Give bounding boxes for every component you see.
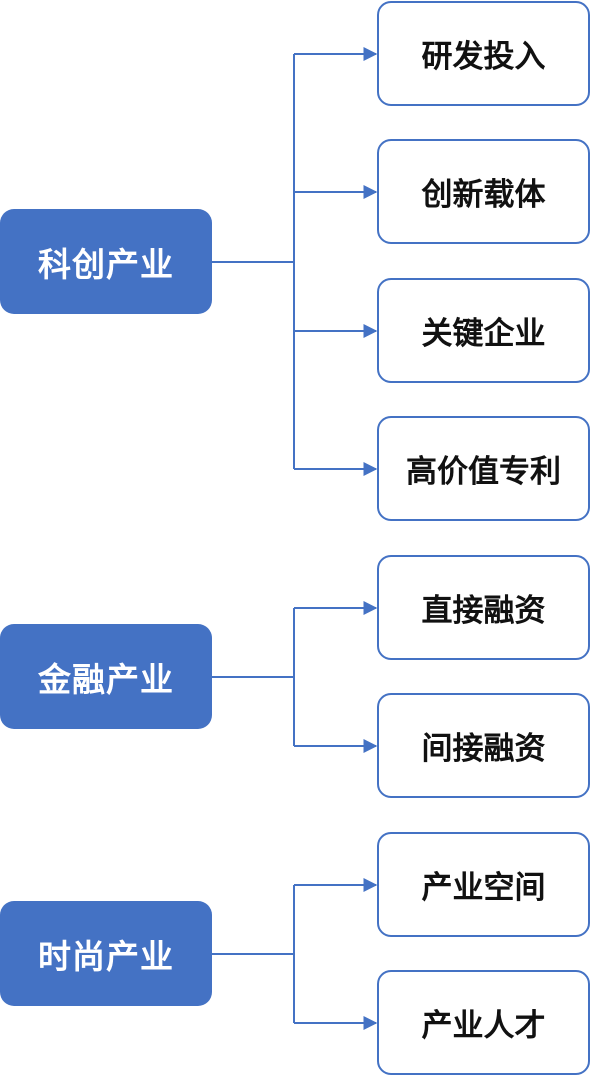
- item-gaojiazhi-zhuanli: 高价值专利: [377, 416, 590, 521]
- item-label: 产业空间: [421, 870, 546, 906]
- category-jinrong: 金融产业: [0, 624, 212, 729]
- item-label: 研发投入: [421, 39, 546, 75]
- item-label: 关键企业: [421, 316, 546, 352]
- category-label: 科创产业: [38, 244, 174, 284]
- item-label: 创新载体: [421, 177, 546, 213]
- category-label: 金融产业: [38, 659, 174, 699]
- category-shishang: 时尚产业: [0, 901, 212, 1006]
- item-chanye-kongjian: 产业空间: [377, 832, 590, 937]
- item-guanjian-qiye: 关键企业: [377, 278, 590, 383]
- item-label: 直接融资: [421, 593, 546, 629]
- item-zhijie-rongzi: 直接融资: [377, 555, 590, 660]
- item-label: 间接融资: [421, 731, 546, 767]
- category-label: 时尚产业: [38, 936, 174, 976]
- item-jianjie-rongzi: 间接融资: [377, 693, 590, 798]
- item-label: 产业人才: [421, 1008, 546, 1044]
- item-chuangxin-zaiti: 创新载体: [377, 139, 590, 244]
- item-yanfa-touru: 研发投入: [377, 1, 590, 106]
- item-label: 高价值专利: [406, 454, 561, 490]
- item-chanye-rencai: 产业人才: [377, 970, 590, 1075]
- category-keji: 科创产业: [0, 209, 212, 314]
